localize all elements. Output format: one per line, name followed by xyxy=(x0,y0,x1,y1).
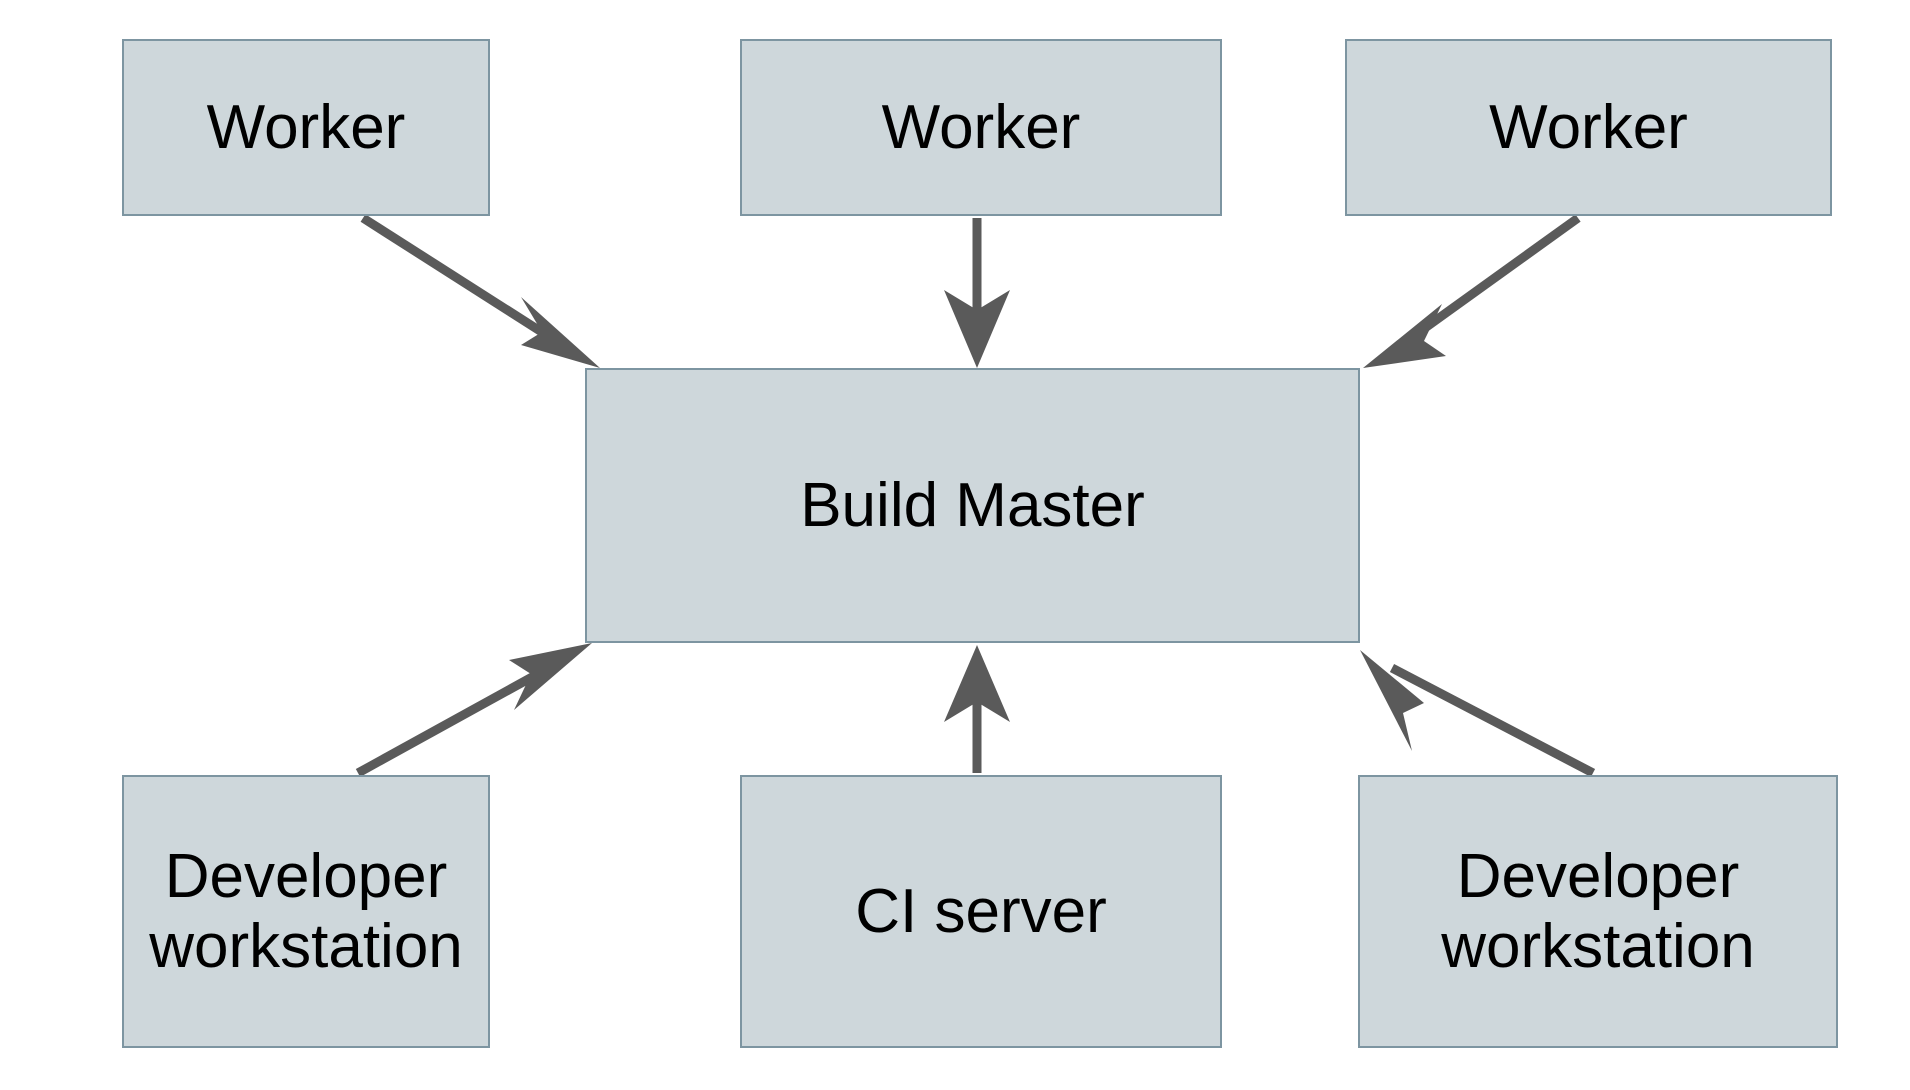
node-worker-right-label: Worker xyxy=(1489,92,1688,162)
node-build-master[interactable]: Build Master xyxy=(585,368,1360,643)
edge-worker-left-to-master xyxy=(360,214,600,368)
node-ci-server-label: CI server xyxy=(855,876,1107,946)
node-worker-center-label: Worker xyxy=(881,92,1081,162)
node-ci-server[interactable]: CI server xyxy=(740,775,1222,1048)
node-worker-right[interactable]: Worker xyxy=(1345,39,1832,216)
edge-worker-center-to-master xyxy=(944,218,1010,368)
node-developer-workstation-right[interactable]: Developer workstation xyxy=(1358,775,1838,1048)
edge-ci-server-to-master xyxy=(944,645,1010,773)
node-developer-workstation-left[interactable]: Developer workstation xyxy=(122,775,490,1048)
edge-dev-right-to-master xyxy=(1360,650,1596,777)
node-build-master-label: Build Master xyxy=(800,470,1145,540)
node-developer-workstation-right-label: Developer workstation xyxy=(1441,842,1755,981)
node-developer-workstation-left-label: Developer workstation xyxy=(149,842,463,981)
edge-dev-left-to-master xyxy=(355,643,592,777)
node-worker-left-label: Worker xyxy=(206,92,406,162)
node-worker-center[interactable]: Worker xyxy=(740,39,1222,216)
node-worker-left[interactable]: Worker xyxy=(122,39,490,216)
edge-worker-right-to-master xyxy=(1363,214,1581,368)
